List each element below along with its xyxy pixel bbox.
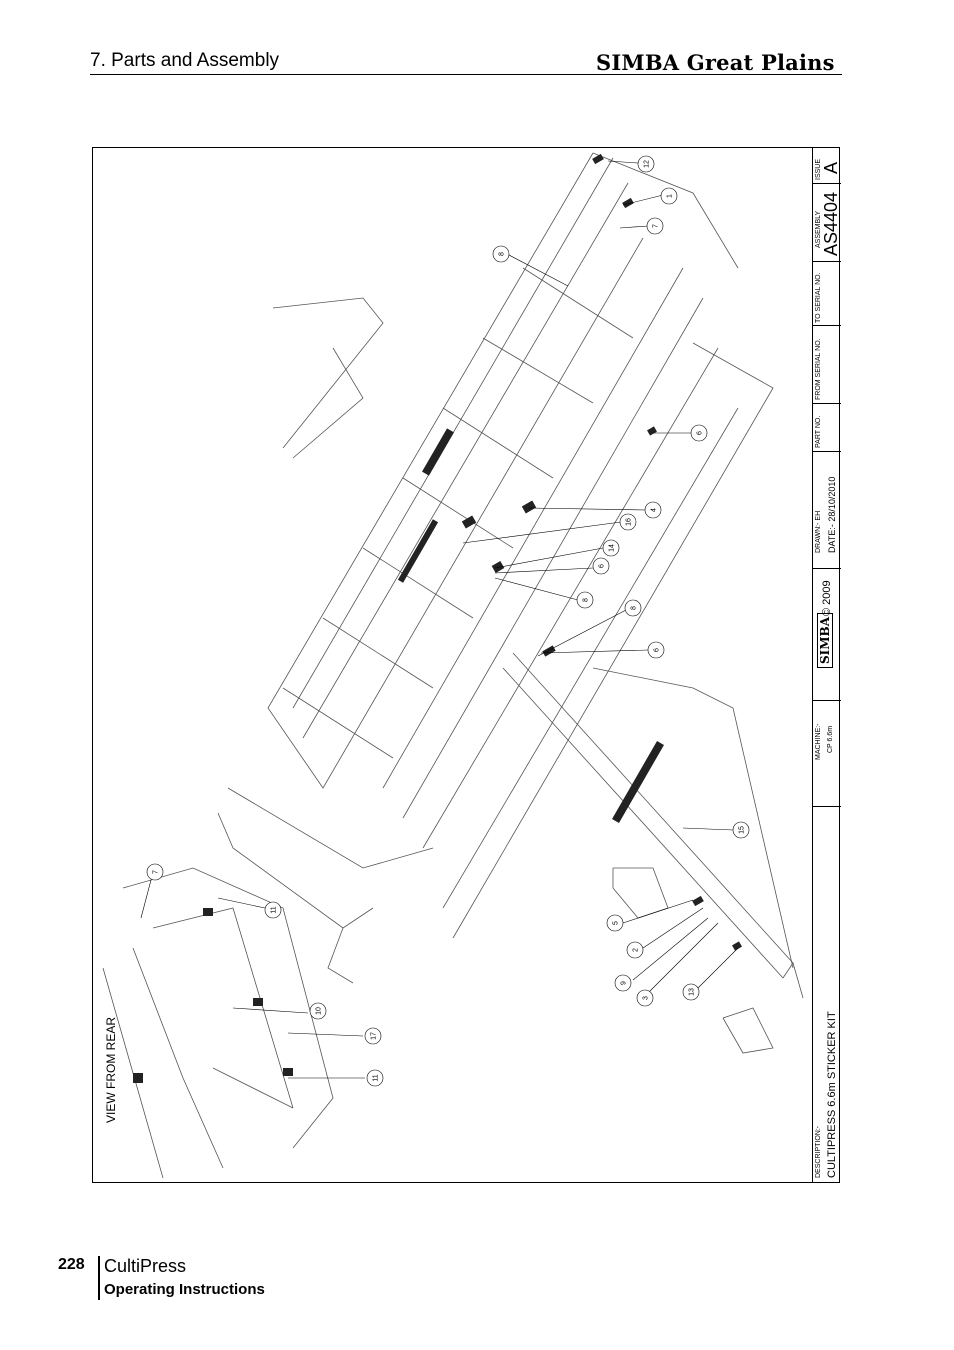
callout-label: 9 — [621, 981, 628, 985]
title-block-divider — [813, 183, 841, 184]
callout-circle — [690, 424, 708, 442]
callout-circle — [732, 821, 750, 839]
callout-circle — [660, 187, 678, 205]
title-block-divider — [813, 568, 841, 569]
description-label: DESCRIPTION:- — [815, 1125, 822, 1178]
callout-circle — [614, 974, 632, 992]
title-block-divider — [813, 700, 841, 701]
callout-label: 8 — [583, 598, 590, 602]
callout-circle — [606, 914, 624, 932]
callout-label: 6 — [654, 648, 661, 652]
title-block-divider — [813, 325, 841, 326]
callout-circle — [366, 1069, 384, 1087]
callout-label: 14 — [609, 544, 616, 552]
from-serial-label: FROM SERIAL NO. — [815, 338, 822, 400]
callout-label: 5 — [613, 921, 620, 925]
callout-label: 6 — [697, 431, 704, 435]
callout-circle — [576, 591, 594, 609]
callout-circle — [644, 501, 662, 519]
callout-circle — [646, 217, 664, 235]
callout-label: 7 — [653, 224, 660, 228]
callout-label: 12 — [644, 160, 651, 168]
callout-circle — [682, 983, 700, 1001]
title-block: ISSUE A ASSEMBLY AS4404 TO SERIAL NO. FR… — [812, 148, 841, 1182]
callout-label: 13 — [689, 988, 696, 996]
footer-divider — [98, 1256, 100, 1300]
drawn-by: DRAWN:- EH — [815, 510, 822, 553]
part-no-label: PART NO. — [815, 415, 822, 448]
view-label: VIEW FROM REAR — [104, 1017, 118, 1123]
callout-label: 4 — [651, 508, 658, 512]
drawing-date: DATE:- 28/10/2010 — [827, 476, 837, 553]
callout-label: 1 — [667, 194, 674, 198]
leader-lines — [140, 160, 739, 1079]
manual-type: Operating Instructions — [104, 1281, 265, 1298]
callout-circle — [146, 863, 164, 881]
simba-logo: SIMBA — [817, 612, 833, 668]
callout-label: 15 — [739, 826, 746, 834]
callout-label: 7 — [153, 870, 160, 874]
callout-circle — [264, 901, 282, 919]
machine-value: CP 6.6m — [827, 725, 834, 753]
callout-label: 11 — [373, 1074, 380, 1081]
callout-label: 3 — [643, 996, 650, 1000]
copyright: © 2009 — [821, 580, 833, 616]
callout-circle — [647, 641, 665, 659]
to-serial-label: TO SERIAL NO. — [815, 272, 822, 323]
header-divider — [90, 74, 842, 75]
callout-label: 16 — [626, 518, 633, 526]
title-block-divider — [813, 451, 841, 452]
callout-circle — [619, 513, 637, 531]
exploded-assembly-drawing: 12 1 7 8 6 4 16 14 6 8 8 6 15 5 2 9 3 13… — [102, 152, 804, 1179]
sticker-marks — [133, 153, 742, 1083]
callout-label: 8 — [499, 252, 506, 256]
title-block-divider — [813, 403, 841, 404]
issue-value: A — [821, 161, 841, 174]
machine-outline — [102, 152, 804, 1179]
drawing-frame — [92, 147, 840, 1183]
section-title: 7. Parts and Assembly — [90, 50, 280, 71]
description-value: CULTIPRESS 6.6m STICKER KIT — [826, 1011, 838, 1178]
machine-label: MACHINE:- — [815, 723, 822, 760]
callout-label: 6 — [599, 564, 606, 568]
callout-circle — [364, 1027, 382, 1045]
callout-circle — [636, 989, 654, 1007]
callout-label: 2 — [633, 948, 640, 952]
callout-circle — [309, 1002, 327, 1020]
callout-circle — [492, 245, 510, 263]
callout-balloons: 12 1 7 8 6 4 16 14 6 8 8 6 15 5 2 9 3 13… — [146, 155, 750, 1087]
callout-circle — [626, 941, 644, 959]
title-block-divider — [813, 806, 841, 807]
callout-label: 11 — [271, 906, 278, 913]
callout-label: 10 — [316, 1007, 323, 1015]
callout-circle — [592, 557, 610, 575]
brand-logo: SIMBA Great Plains — [596, 50, 835, 75]
product-name: CultiPress — [104, 1256, 187, 1276]
assembly-number: AS4404 — [821, 191, 841, 256]
callout-circle — [624, 599, 642, 617]
callout-label: 17 — [371, 1032, 378, 1040]
callout-circle — [602, 539, 620, 557]
callout-label: 8 — [631, 606, 638, 610]
page-number: 228 — [58, 1256, 85, 1273]
title-block-divider — [813, 261, 841, 262]
callout-circle — [637, 155, 655, 173]
